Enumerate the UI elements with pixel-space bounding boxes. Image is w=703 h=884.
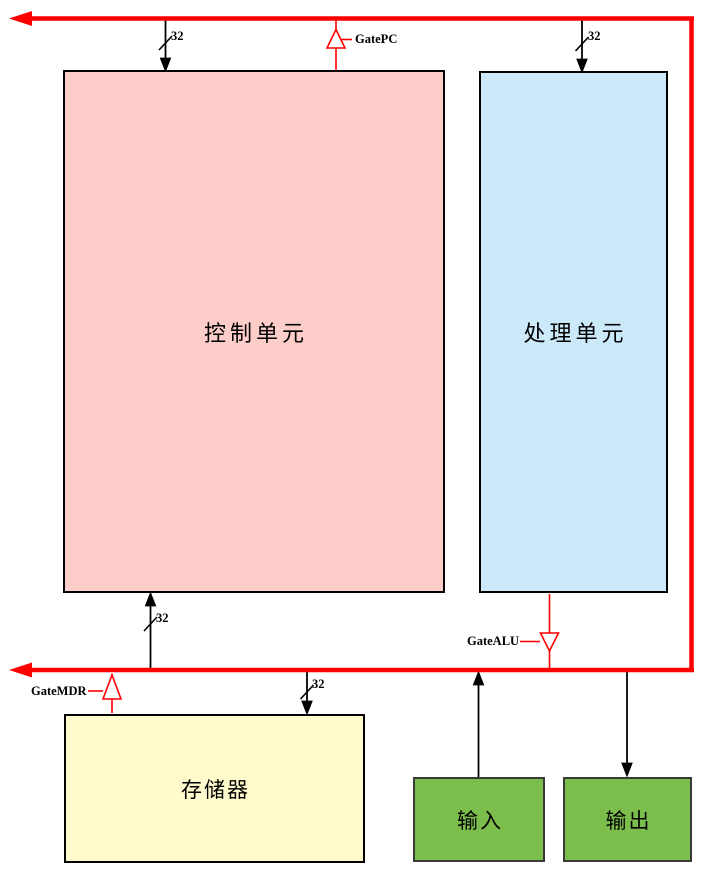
control-unit-label: 控制单元 bbox=[203, 320, 308, 346]
bus-width-label: 32 bbox=[312, 677, 325, 691]
processing-unit-label: 处理单元 bbox=[523, 321, 628, 346]
bus-to-control-bottom-wire bbox=[143, 591, 158, 670]
gate-alu-buffer bbox=[520, 594, 560, 668]
output-box: 输出 bbox=[563, 777, 692, 862]
bus-width-slash-icon bbox=[574, 36, 590, 52]
gate-mdr-buffer bbox=[88, 672, 123, 713]
arrow-up-icon bbox=[472, 670, 485, 686]
input-to-bus-wire bbox=[472, 670, 485, 777]
bus-width-label: 32 bbox=[171, 29, 184, 43]
gate-pc-buffer bbox=[325, 20, 352, 70]
bus-to-output-wire bbox=[621, 672, 633, 778]
output-label: 输出 bbox=[605, 808, 652, 833]
arrow-down-icon bbox=[576, 58, 588, 74]
tristate-buffer-down-icon bbox=[539, 632, 560, 653]
memory-box: 存储器 bbox=[64, 714, 365, 863]
arrow-down-icon bbox=[621, 762, 633, 778]
bus-width-label: 32 bbox=[156, 611, 169, 625]
arrow-up-icon bbox=[144, 591, 157, 607]
tristate-buffer-up-icon bbox=[325, 27, 347, 49]
bus-arrow-left-icon bbox=[9, 662, 32, 678]
bus-arrow-left-icon bbox=[9, 11, 32, 26]
arrow-down-icon bbox=[159, 57, 172, 73]
gate-alu-label: GateALU bbox=[467, 634, 520, 648]
gate-mdr-label: GateMDR bbox=[31, 684, 87, 698]
memory-label: 存储器 bbox=[181, 777, 250, 802]
bus-width-label: 32 bbox=[588, 29, 601, 43]
gate-pc-label: GatePC bbox=[355, 32, 398, 46]
input-box: 输入 bbox=[413, 777, 545, 862]
input-label: 输入 bbox=[457, 808, 503, 833]
bus-to-processing-wire bbox=[574, 20, 590, 74]
bus-to-control-wire bbox=[158, 20, 173, 73]
processing-unit-box: 处理单元 bbox=[479, 71, 668, 593]
arrow-down-icon bbox=[301, 700, 313, 716]
tristate-buffer-up-icon bbox=[101, 672, 123, 700]
control-unit-box: 控制单元 bbox=[63, 70, 445, 593]
